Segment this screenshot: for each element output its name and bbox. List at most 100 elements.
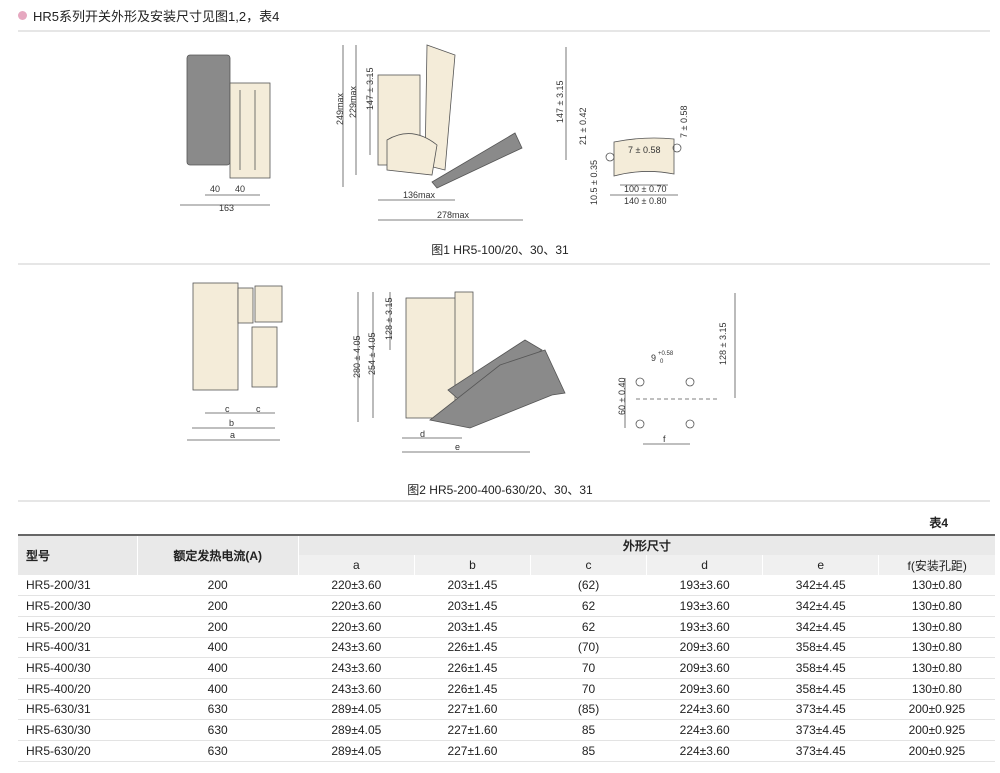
- dim-label: 0: [660, 359, 664, 365]
- section-heading: HR5系列开关外形及安装尺寸见图1,2，表4: [18, 6, 279, 25]
- table-cell: 130±0.80: [878, 595, 995, 617]
- dim-label: 40: [235, 184, 245, 194]
- bullet-icon: [18, 11, 27, 20]
- table-cell: (70): [530, 637, 647, 659]
- table-cell: 226±1.45: [414, 637, 531, 659]
- table-cell: 200±0.925: [878, 699, 995, 721]
- dim-label: 280 ± 4.05: [352, 336, 362, 378]
- dim-label: 147 ± 3.15: [555, 81, 565, 123]
- table-cell: 289±4.05: [298, 740, 415, 762]
- table-cell: 130±0.80: [878, 678, 995, 700]
- table-cell: 358±4.45: [762, 637, 879, 659]
- table-cell: 200: [137, 616, 299, 638]
- header-col: a: [297, 555, 415, 575]
- table-cell: 227±1.60: [414, 740, 531, 762]
- table-cell: 70: [530, 657, 647, 679]
- dim-label: 249max: [335, 92, 345, 125]
- table-cell: 193±3.60: [646, 595, 763, 617]
- divider: [18, 263, 990, 265]
- table-cell: 243±3.60: [298, 657, 415, 679]
- dim-label: 60 ± 0.40: [617, 378, 627, 415]
- table-cell: 224±3.60: [646, 740, 763, 762]
- dim-label: 278max: [437, 210, 470, 220]
- fig1-side-view: [342, 44, 523, 221]
- table-cell: (62): [530, 575, 647, 597]
- table-cell: 227±1.60: [414, 719, 531, 741]
- table-cell: 289±4.05: [298, 719, 415, 741]
- table-cell: 342±4.45: [762, 595, 879, 617]
- table-cell: 85: [530, 740, 647, 762]
- dim-label: a: [230, 430, 235, 440]
- table-cell: 203±1.45: [414, 575, 531, 597]
- table-cell: 200: [137, 595, 299, 617]
- fig1-mounting-view: [565, 47, 682, 196]
- table-cell: 193±3.60: [646, 575, 763, 597]
- heading-text: HR5系列开关外形及安装尺寸见图1,2，表4: [33, 9, 280, 24]
- dim-label: 147 ± 3.15: [365, 68, 375, 110]
- table-cell: 130±0.80: [878, 637, 995, 659]
- table-label: 表4: [929, 516, 948, 530]
- fig2-mounting-view: [624, 293, 736, 445]
- table-cell: 224±3.60: [646, 699, 763, 721]
- table-cell: 209±3.60: [646, 657, 763, 679]
- figure1-caption: 图1 HR5-100/20、30、31: [431, 243, 569, 257]
- table-cell: HR5-630/31: [18, 699, 138, 721]
- dim-label: 40: [210, 184, 220, 194]
- header-current: 额定发热电流(A): [136, 535, 299, 575]
- table-cell: 373±4.45: [762, 699, 879, 721]
- table-cell: HR5-200/30: [18, 595, 138, 617]
- table-cell: 358±4.45: [762, 657, 879, 679]
- table-cell: 62: [530, 616, 647, 638]
- dim-label: c: [225, 404, 230, 414]
- dim-label: 100 ± 0.70: [624, 184, 666, 194]
- table-cell: 62: [530, 595, 647, 617]
- table-cell: HR5-630/30: [18, 719, 138, 741]
- table-cell: 130±0.80: [878, 575, 995, 597]
- table-cell: 630: [137, 699, 299, 721]
- table-cell: 220±3.60: [298, 595, 415, 617]
- table-cell: 373±4.45: [762, 740, 879, 762]
- table-cell: HR5-400/20: [18, 678, 138, 700]
- fig2-front-view: [187, 282, 283, 441]
- dim-label: 10.5 ± 0.35: [589, 160, 599, 205]
- header-model: 型号: [18, 535, 138, 575]
- table-cell: 342±4.45: [762, 575, 879, 597]
- table-cell: 400: [137, 637, 299, 659]
- divider: [18, 500, 990, 502]
- table-cell: 130±0.80: [878, 616, 995, 638]
- dim-label: f: [663, 434, 666, 444]
- fig2-side-view: [357, 291, 566, 453]
- header-dims: 外形尺寸: [297, 535, 995, 555]
- table-cell: 220±3.60: [298, 616, 415, 638]
- table-cell: 630: [137, 719, 299, 741]
- table-cell: 226±1.45: [414, 657, 531, 679]
- dim-label: 136max: [403, 190, 436, 200]
- figure2-caption: 图2 HR5-200-400-630/20、30、31: [407, 483, 593, 497]
- table-cell: 243±3.60: [298, 678, 415, 700]
- table-cell: 289±4.05: [298, 699, 415, 721]
- dim-label: b: [229, 418, 234, 428]
- dim-label: 7 ± 0.58: [628, 145, 660, 155]
- table-cell: 220±3.60: [298, 575, 415, 597]
- table-cell: HR5-400/31: [18, 637, 138, 659]
- dim-label: +0.58: [658, 351, 674, 357]
- table-cell: 243±3.60: [298, 637, 415, 659]
- table-cell: HR5-200/20: [18, 616, 138, 638]
- dim-label: c: [256, 404, 261, 414]
- dim-label: 9: [651, 353, 656, 363]
- table-cell: 200±0.925: [878, 719, 995, 741]
- table-cell: 209±3.60: [646, 678, 763, 700]
- table-cell: 373±4.45: [762, 719, 879, 741]
- dim-label: 21 ± 0.42: [578, 108, 588, 145]
- table-cell: 400: [137, 657, 299, 679]
- table-cell: 200: [137, 575, 299, 597]
